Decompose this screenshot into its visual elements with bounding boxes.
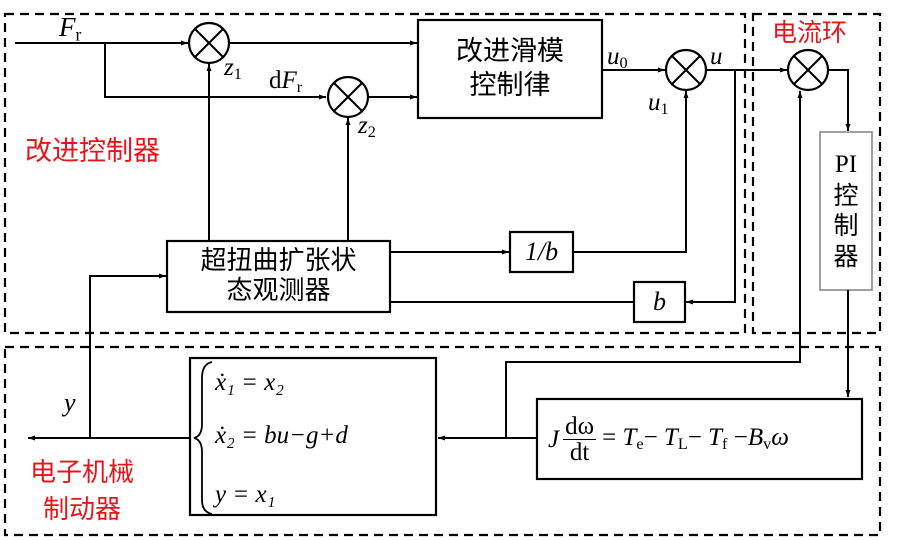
motor-eq-tf-sub: f <box>722 435 728 454</box>
signal-label-u1: u1 <box>648 90 669 117</box>
b-block <box>632 280 687 324</box>
state-eq-line3: y = x₁ <box>215 481 276 508</box>
region-label-emb-line1: 电子机械 <box>30 458 135 488</box>
y-feedback-line <box>89 273 166 438</box>
z2-subscript: 2 <box>367 123 376 142</box>
state-eq-line1: ẋ₁ = x₂ <box>215 369 284 396</box>
motor-eq-te-sub: e <box>636 435 644 454</box>
observer-label-line2: 态观测器 <box>226 275 331 306</box>
motor-eq-te: T <box>622 424 637 452</box>
signal-label-fr: Fr <box>59 14 81 44</box>
fr-symbol: F <box>59 12 76 42</box>
signal-label-u0: u0 <box>607 44 628 71</box>
dfr-branch-line <box>104 43 326 100</box>
signal-label-z1: z1 <box>224 55 242 82</box>
pi-label-char3: 器 <box>833 241 859 271</box>
summing-junction-1 <box>187 21 231 65</box>
region-emb <box>3 345 882 537</box>
inv-b-text: 1/b <box>524 236 559 266</box>
state-equation-block <box>188 356 438 517</box>
pi-controller-label: PI 控 制 器 <box>820 134 872 288</box>
u0-symbol: u <box>607 43 620 70</box>
region-label-improved-controller: 改进控制器 <box>25 136 160 167</box>
pi-label: PI <box>834 151 858 178</box>
region-label-emb-line2: 制动器 <box>43 495 122 525</box>
motor-eq-fraction: dω dt <box>563 412 597 466</box>
u1-symbol: u <box>648 89 661 116</box>
summing-junction-current <box>786 48 830 92</box>
dfr-subscript: r <box>296 78 303 97</box>
motor-equation: J dω dt = Te− TL− Tf −Bvω <box>548 402 789 476</box>
motor-eq-numerator: dω <box>563 412 597 440</box>
motor-eq-tl: T <box>663 424 678 452</box>
motor-eq-minus2: − <box>687 424 702 452</box>
dfr-prefix: d <box>269 67 282 94</box>
motor-eq-bv: B <box>747 424 764 452</box>
region-current-loop <box>751 12 882 335</box>
fr-subscript: r <box>75 24 82 45</box>
region-label-current-loop: 电流环 <box>772 18 848 47</box>
observer-label: 超扭曲扩张状 态观测器 <box>167 241 390 312</box>
dfr-symbol: F <box>281 67 297 94</box>
smc-law-label: 改进滑模 控制律 <box>418 20 602 118</box>
signal-label-u: u <box>710 43 723 70</box>
motor-eq-minus1: − <box>643 424 658 452</box>
current-feedback-line <box>505 91 803 438</box>
motor-eq-minus3: − <box>733 424 748 452</box>
observer-label-line1: 超扭曲扩张状 <box>200 245 357 276</box>
motor-eq-j: J <box>548 425 560 453</box>
motor-eq-equals: = <box>602 424 617 452</box>
signal-label-dfr: dFr <box>269 68 302 95</box>
sum-to-pi-line <box>828 69 851 131</box>
pi-label-char1: 控 <box>833 180 859 210</box>
motor-eq-tf: T <box>708 424 723 452</box>
pi-label-char2: 制 <box>833 211 859 240</box>
u-to-b-line <box>686 70 736 305</box>
u1-subscript: 1 <box>660 100 669 119</box>
u0-subscript: 0 <box>619 54 628 73</box>
z1-subscript: 1 <box>233 65 242 84</box>
summing-junction-3 <box>664 48 708 92</box>
inv-b-label: 1/b <box>510 232 573 272</box>
signal-label-z2: z2 <box>358 113 376 140</box>
pi-controller-block <box>819 131 873 291</box>
motor-eq-bv-sub: v <box>763 435 772 454</box>
state-eq-line2: ẋ₂ = bu−g+d <box>215 422 348 449</box>
signal-label-y: y <box>64 388 76 417</box>
observer-block <box>165 239 392 314</box>
smc-law-label-line1: 改进滑模 <box>456 36 564 68</box>
smc-law-label-line2: 控制律 <box>469 70 551 101</box>
z1-symbol: z <box>224 54 234 81</box>
u1-line <box>573 91 689 253</box>
summing-junction-2 <box>326 75 370 119</box>
z2-symbol: z <box>358 112 368 139</box>
motor-eq-rhs: = Te− TL− Tf −Bvω <box>602 425 789 452</box>
motor-eq-denominator: dt <box>569 438 590 466</box>
motor-eq-omega: ω <box>771 424 789 452</box>
region-improved-controller <box>3 12 747 335</box>
state-equation-brace <box>193 361 213 515</box>
b-label: b <box>653 286 666 316</box>
motor-eq-tl-sub: L <box>677 435 688 454</box>
